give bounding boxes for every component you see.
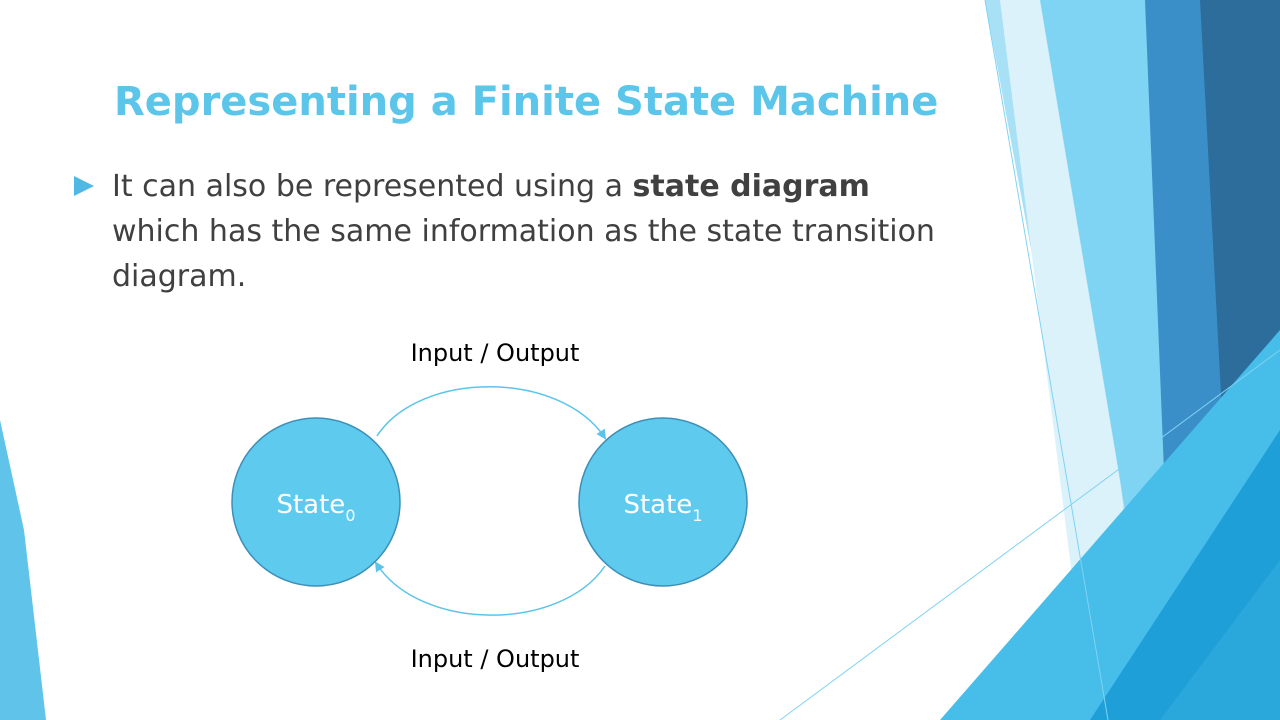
bullet-text-end: which has the same information as the st… <box>112 214 935 294</box>
state-subscript-1: 1 <box>692 506 702 525</box>
triangle-bullet-icon <box>74 176 94 196</box>
state-node-0: State0 <box>231 417 401 587</box>
left-edge-stripe <box>0 420 46 720</box>
state-label-0: State0 <box>276 490 355 525</box>
transition-label-bottom: Input / Output <box>411 645 580 673</box>
state-node-1: State1 <box>578 417 748 587</box>
transition-arrow-bottom <box>374 561 606 616</box>
bullet-bold-term: state diagram <box>632 169 870 204</box>
state-subscript-0: 0 <box>345 506 355 525</box>
state-name-1: State <box>623 490 692 520</box>
right-panel-teal <box>1160 560 1280 720</box>
accent-line-2 <box>779 349 1280 720</box>
state-circle-1 <box>578 417 748 587</box>
state-label-1: State1 <box>623 490 702 525</box>
state-circle-0 <box>231 417 401 587</box>
bullet-text-start: It can also be represented using a <box>112 169 633 204</box>
transition-label-top: Input / Output <box>411 339 580 367</box>
accent-line-1 <box>984 0 1109 720</box>
state-name-0: State <box>276 490 345 520</box>
slide-title: Representing a Finite State Machine <box>114 79 939 125</box>
transition-arrow-top <box>376 386 607 440</box>
bullet-text: It can also be represented using a state… <box>112 164 942 299</box>
